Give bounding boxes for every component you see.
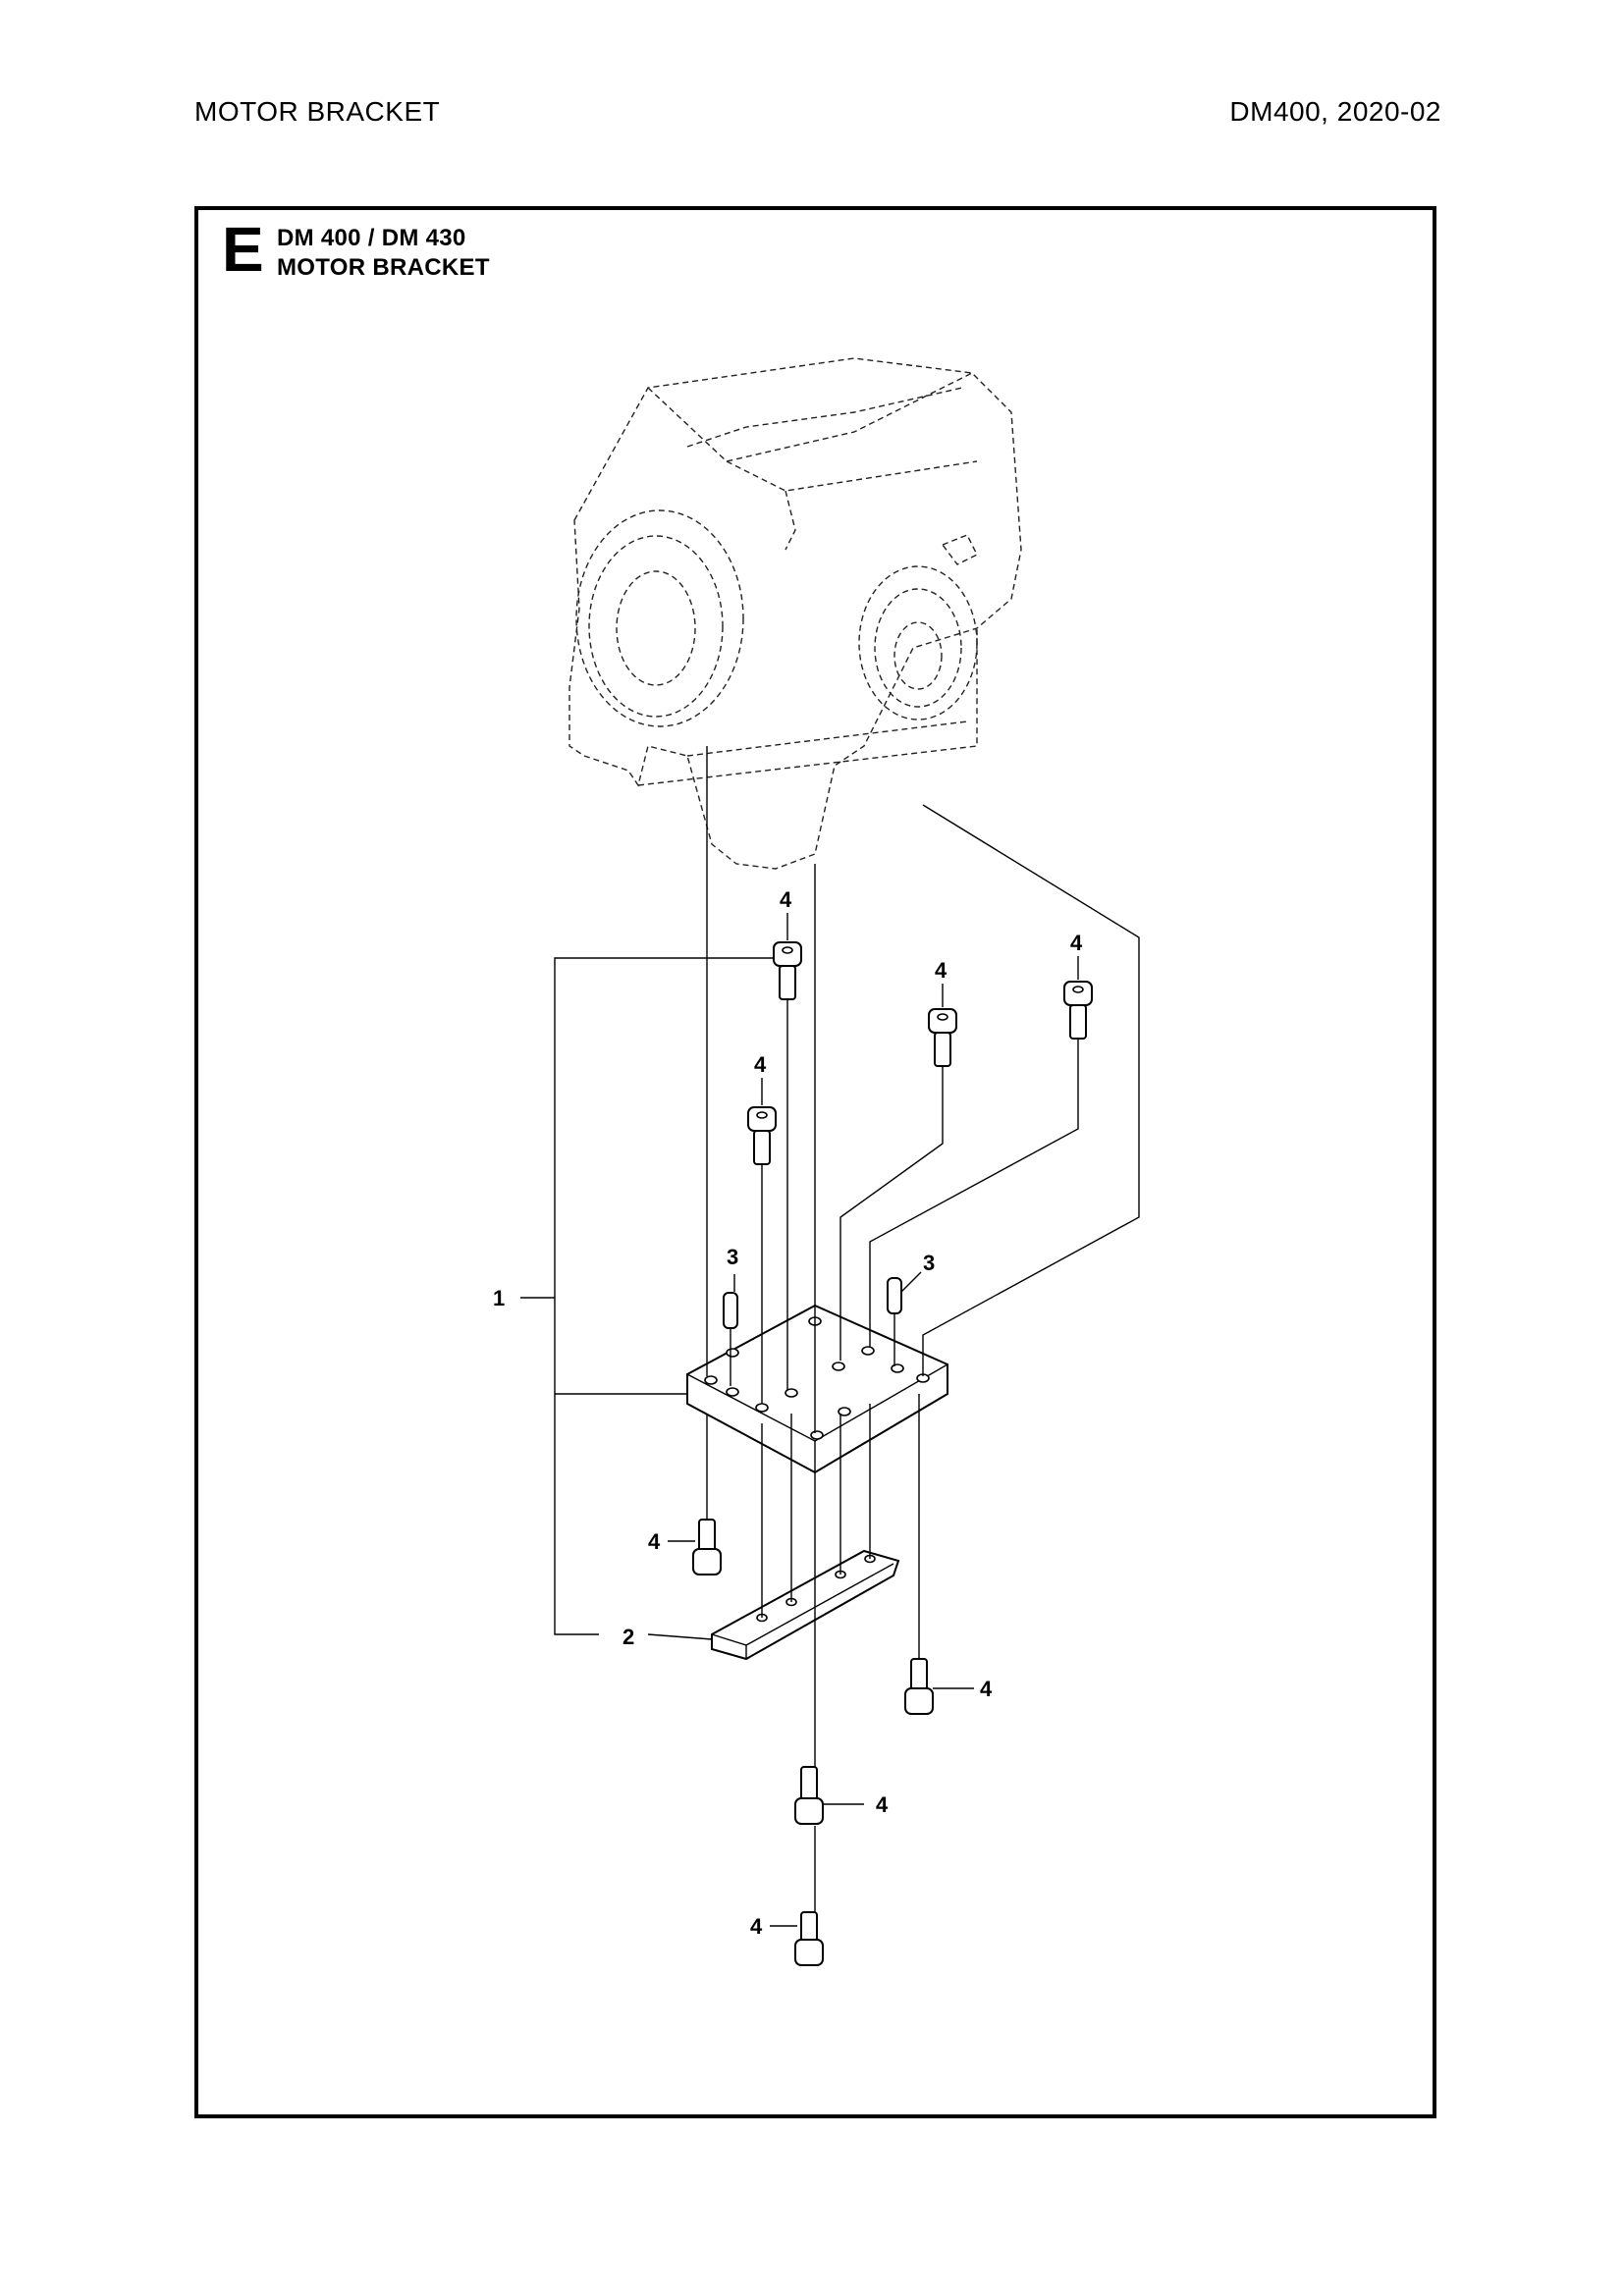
- callout-4-under-right: 4: [980, 1677, 993, 1701]
- assembly-lines: [706, 746, 1140, 1912]
- callout-3-right: 3: [923, 1251, 935, 1275]
- callout-2: 2: [623, 1625, 634, 1649]
- header-model-date: DM400, 2020-02: [1229, 96, 1441, 127]
- callout-3-left: 3: [727, 1245, 738, 1269]
- section-title-name: MOTOR BRACKET: [277, 254, 490, 281]
- callout-4-under-left: 4: [648, 1529, 661, 1554]
- section-letter: E: [222, 214, 264, 285]
- screw-under-left: [692, 1519, 722, 1575]
- clamp-bar: [711, 1549, 900, 1661]
- screw-mid-left: [747, 1106, 777, 1165]
- header-title: MOTOR BRACKET: [194, 96, 441, 127]
- callout-1: 1: [493, 1286, 505, 1310]
- dowel-pin-right: [887, 1277, 902, 1314]
- callout-4-far-right: 4: [1070, 931, 1083, 955]
- callout-4-bottom-lower: 4: [750, 1914, 763, 1939]
- callout-4-mid-right: 4: [935, 958, 947, 983]
- diagram-frame: [194, 206, 1436, 2118]
- screw-under-right: [904, 1658, 934, 1715]
- callout-4-top-center: 4: [780, 887, 792, 912]
- section-title: DM 400 / DM 430 MOTOR BRACKET: [277, 224, 490, 283]
- bracket-holes: [704, 1316, 930, 1440]
- motor-bracket-plate: [686, 1304, 948, 1474]
- leader-lines: [520, 913, 1079, 1927]
- motor-outline: [568, 357, 1022, 870]
- screw-bottom-lower: [794, 1911, 824, 1966]
- callout-4-mid-left: 4: [754, 1052, 767, 1077]
- screw-far-right: [1063, 981, 1093, 1040]
- dowel-pin-left: [723, 1292, 738, 1329]
- callout-labels: 1 2 3 3 4 4 4 4 4 4 4 4: [493, 887, 1083, 1939]
- screw-top-center: [773, 941, 802, 1000]
- screw-mid-right: [928, 1008, 957, 1067]
- callout-4-bottom-upper: 4: [876, 1792, 889, 1817]
- section-title-models: DM 400 / DM 430: [277, 225, 466, 251]
- screw-bottom-upper: [794, 1766, 824, 1825]
